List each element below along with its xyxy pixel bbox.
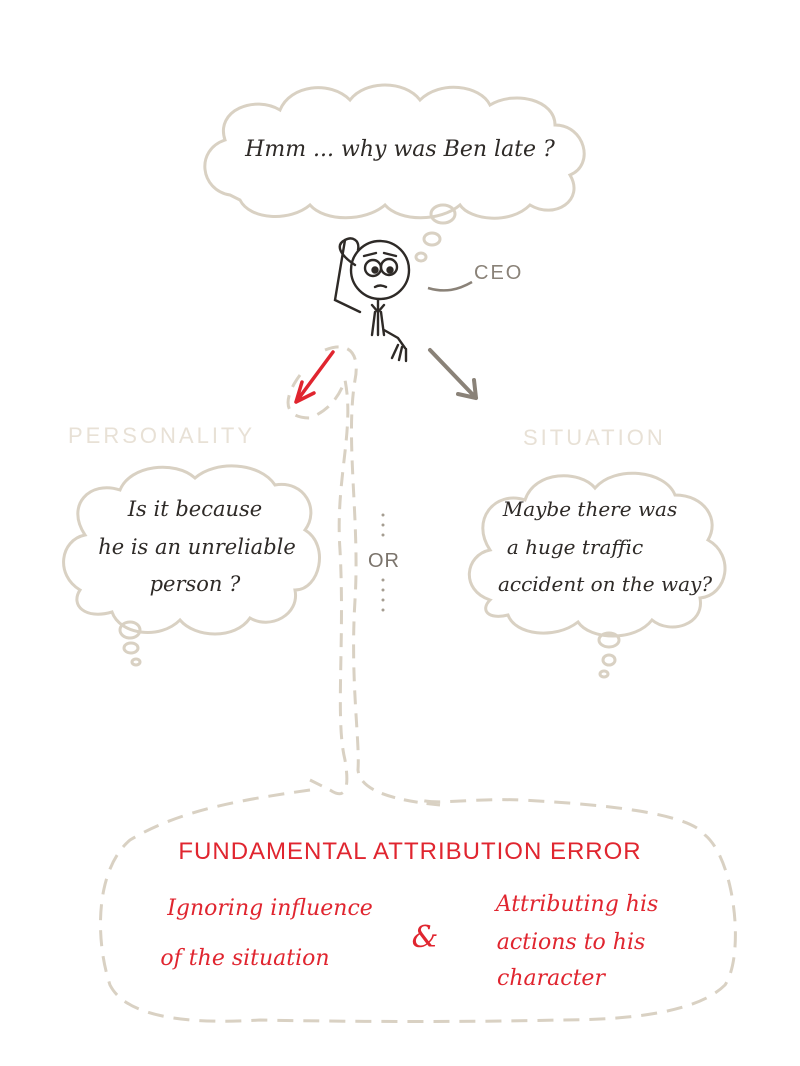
error-left-line-2: of the situation <box>160 946 330 971</box>
situation-arrow <box>428 348 478 400</box>
personality-bubble-small <box>130 657 142 667</box>
top-thought-cloud <box>203 83 586 220</box>
ceo-connector-line <box>427 280 473 292</box>
situation-line-3: accident on the way? <box>497 572 713 596</box>
error-right-line-1: Attributing his <box>495 892 659 917</box>
error-left-line-1: Ignoring influence <box>167 896 373 921</box>
personality-line-2: he is an unreliable <box>98 535 296 559</box>
personality-line-3: person ? <box>149 572 241 596</box>
thought-bubble-large <box>429 203 457 225</box>
situation-cloud <box>467 471 727 638</box>
personality-bubble-large <box>118 620 142 640</box>
situation-heading: SITUATION <box>523 425 666 450</box>
personality-arrow <box>294 350 335 404</box>
error-box-dashed-border <box>98 788 737 1023</box>
situation-bubble-medium <box>601 653 617 667</box>
personality-bubble-medium <box>122 641 140 655</box>
situation-line-2: a huge traffic <box>506 535 644 559</box>
situation-bubble-large <box>597 631 621 649</box>
ceo-figure <box>333 237 411 363</box>
personality-heading: PERSONALITY <box>68 423 256 448</box>
thought-bubble-medium <box>422 231 442 247</box>
or-label: OR <box>368 550 400 572</box>
ampersand: & <box>411 920 439 955</box>
personality-cloud <box>62 464 321 636</box>
ceo-label: CEO <box>474 262 524 284</box>
top-thought-text: Hmm ... why was Ben late ? <box>245 137 555 162</box>
error-right-line-2: actions to his <box>496 930 646 955</box>
dashed-thought-path-inner <box>324 345 441 807</box>
error-title: FUNDAMENTAL ATTRIBUTION ERROR <box>178 838 642 865</box>
situation-line-1: Maybe there was <box>502 497 678 521</box>
error-right-line-3: character <box>497 966 605 991</box>
personality-line-1: Is it because <box>127 497 263 521</box>
situation-bubble-small <box>598 669 610 679</box>
thought-bubble-small <box>414 251 428 263</box>
dashed-thought-path <box>286 374 350 796</box>
or-divider <box>381 513 385 612</box>
